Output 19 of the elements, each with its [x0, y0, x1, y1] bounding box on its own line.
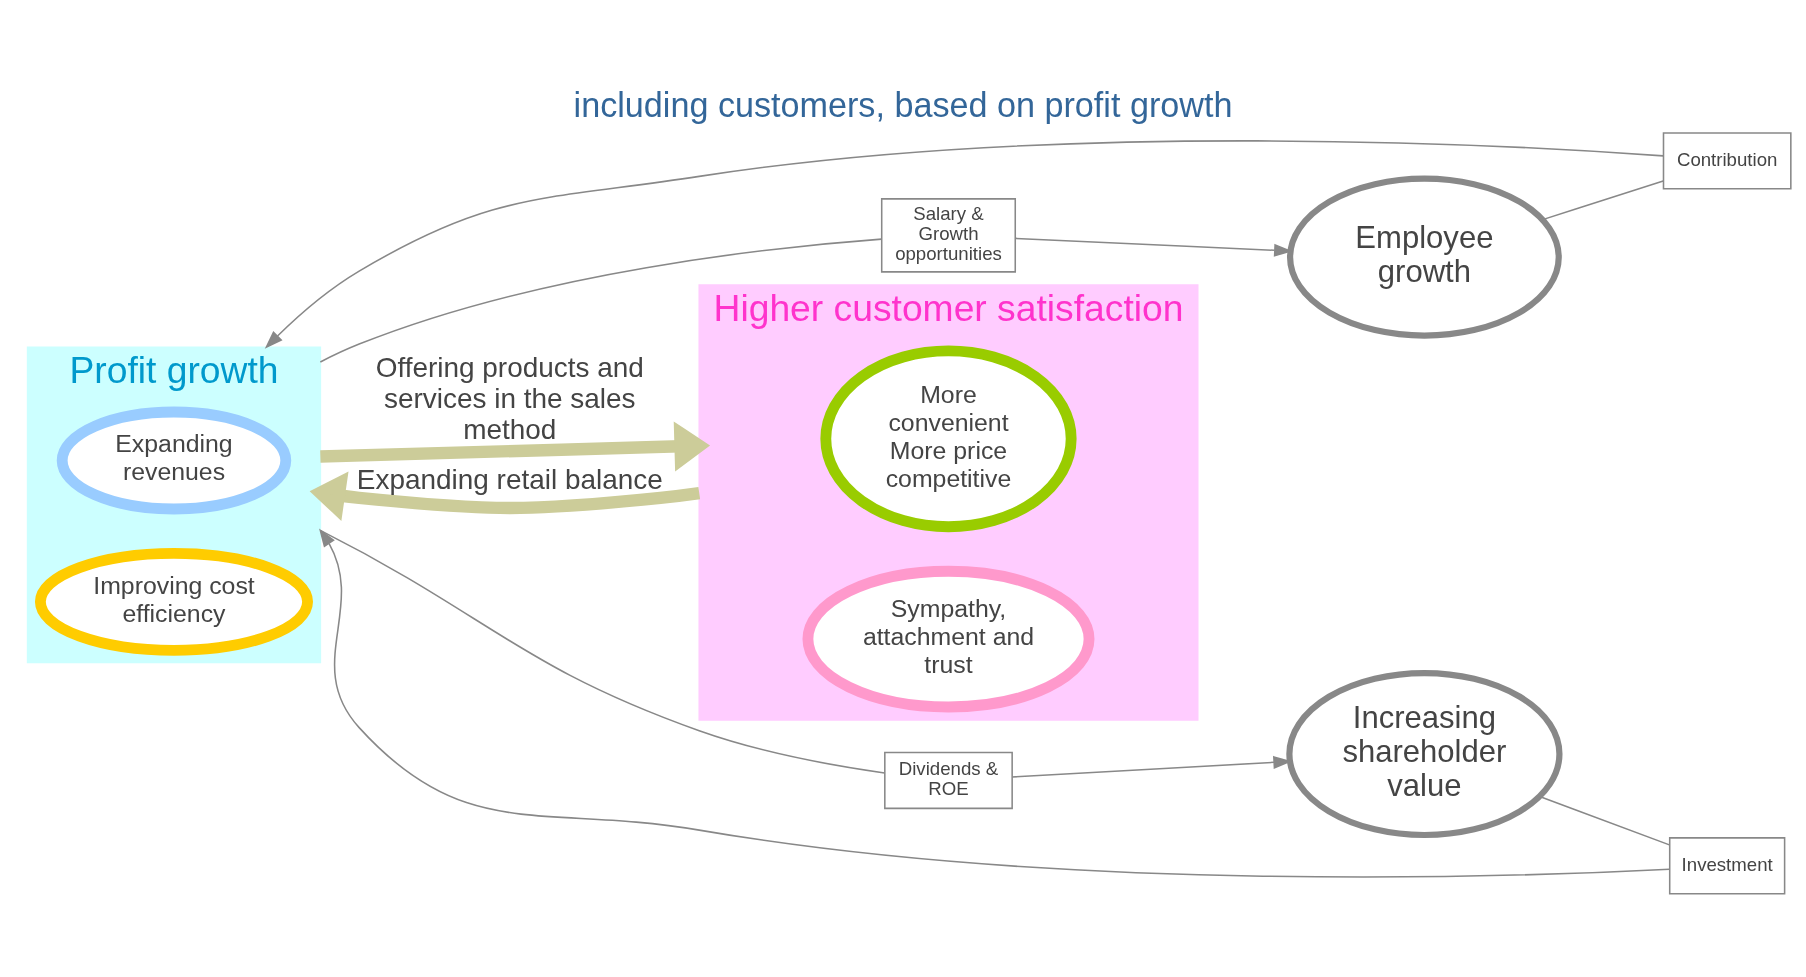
node-ellipse: Sympathy, attachment and trust [802, 565, 1095, 713]
connector [319, 238, 883, 363]
diagram-title: including customers, based on profit growth [573, 85, 1233, 124]
node-box: Contribution [1662, 132, 1792, 190]
node-box: Investment [1668, 837, 1786, 895]
node-ellipse: Increasing shareholder value [1286, 669, 1563, 839]
node-ellipse: Employee growth [1287, 175, 1562, 339]
arrow [319, 528, 1671, 878]
arrow [320, 421, 711, 472]
node-box: Dividends & ROE [884, 751, 1013, 810]
arrow [309, 471, 701, 522]
node-ellipse: Expanding revenues [56, 406, 292, 515]
edge-label: Expanding retail balance [356, 464, 663, 496]
node-box: Salary & Growth opportunities [880, 198, 1017, 273]
node-ellipse: More convenient More price competitive [820, 345, 1077, 533]
node-ellipse: Improving cost efficiency [34, 547, 313, 656]
edge-label: Offering products and services in the sales method [375, 352, 644, 446]
connector [319, 529, 886, 774]
arrow [264, 140, 1664, 349]
